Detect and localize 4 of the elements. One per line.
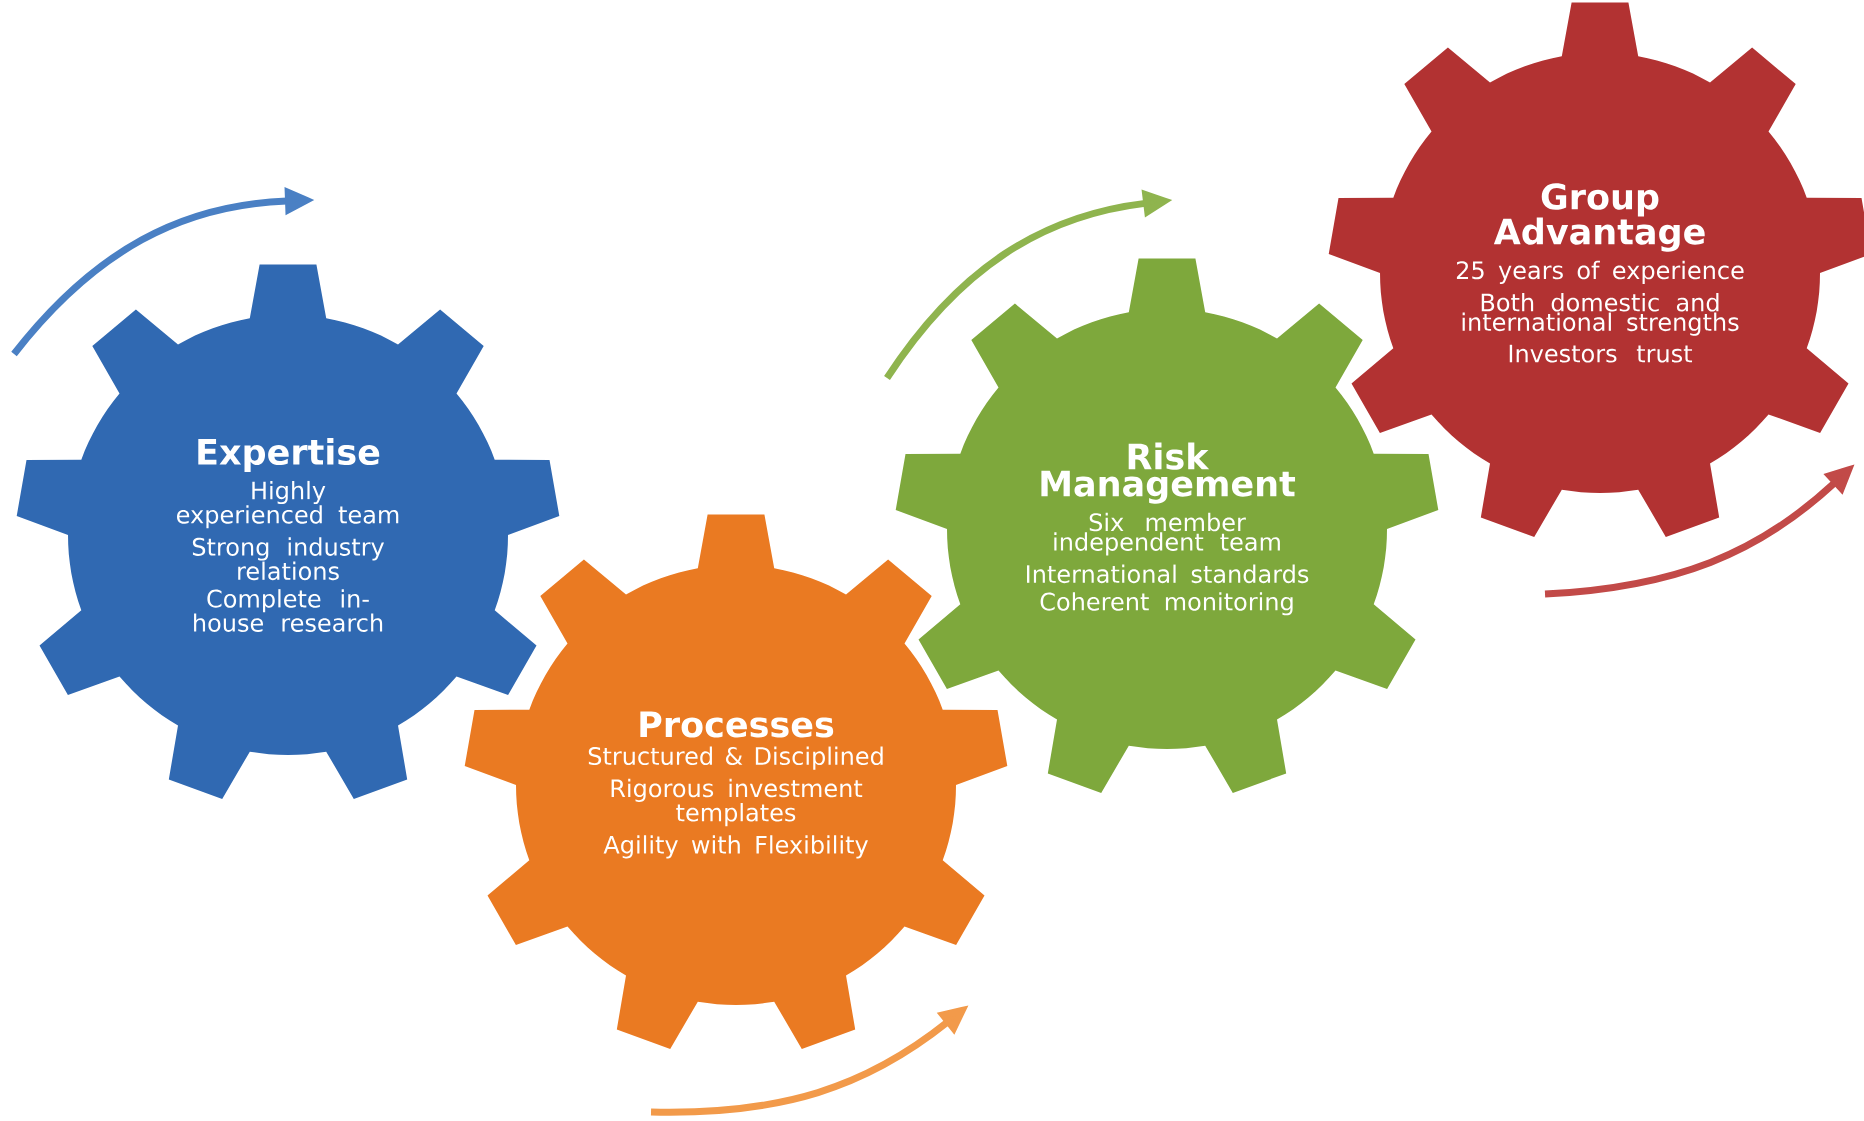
gear: Processes Structured & Disciplined Rigorous investment templates Agility with Flexibility [464, 514, 1008, 1049]
gear: Risk Management Six member independent team International standards Coherent monitoring [895, 258, 1439, 793]
gear: Group Advantage 25 years of experience Both domestic and international strengths Investors trust [1328, 2, 1864, 537]
gear: Expertise Highly experienced team Strong industry relations Complete in-house research [16, 264, 560, 799]
